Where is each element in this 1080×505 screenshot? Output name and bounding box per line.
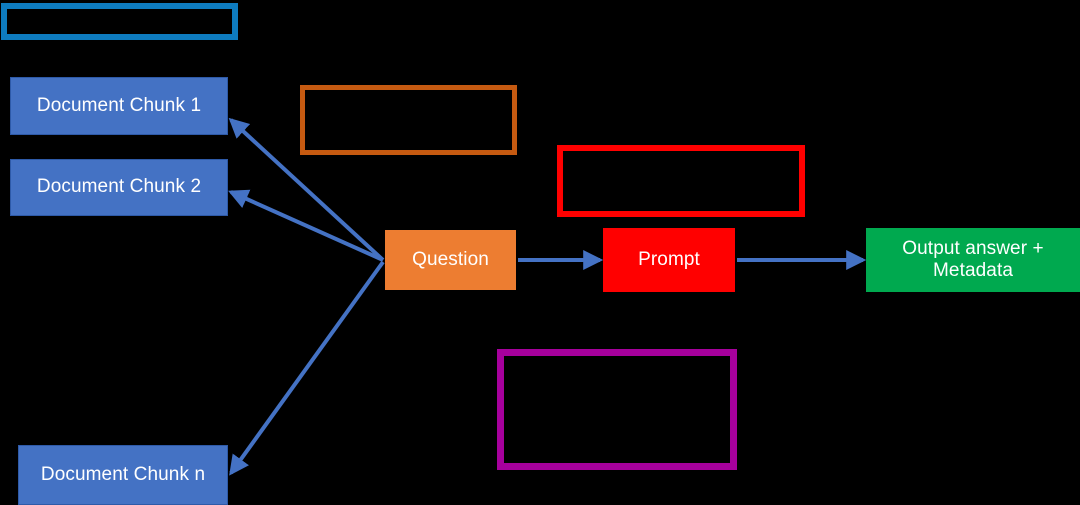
node-prompt[interactable]: Prompt (603, 228, 735, 292)
node-doc-chunk-1[interactable]: Document Chunk 1 (10, 77, 228, 135)
node-label-doc-chunk-n: Document Chunk n (40, 463, 206, 485)
node-doc-chunk-n[interactable]: Document Chunk n (18, 445, 228, 505)
connector-question-to-chunk-2 (228, 189, 384, 262)
connector-question-to-chunk-n (229, 260, 385, 476)
node-label-doc-chunk-2: Document Chunk 2 (36, 176, 202, 198)
empty-box-magenta (497, 349, 737, 470)
node-label-doc-chunk-1: Document Chunk 1 (36, 94, 202, 116)
node-question[interactable]: Question (385, 230, 516, 290)
node-output-answer-metadata[interactable]: Output answer + Metadata (866, 228, 1080, 292)
empty-box-blue (1, 3, 238, 40)
node-label-question: Question (412, 248, 489, 270)
node-label-prompt: Prompt (638, 248, 700, 270)
node-label-output-answer-metadata: Output answer + Metadata (902, 237, 1044, 281)
node-doc-chunk-2[interactable]: Document Chunk 2 (10, 159, 228, 216)
empty-box-red (557, 145, 805, 217)
empty-box-orange (300, 85, 517, 155)
